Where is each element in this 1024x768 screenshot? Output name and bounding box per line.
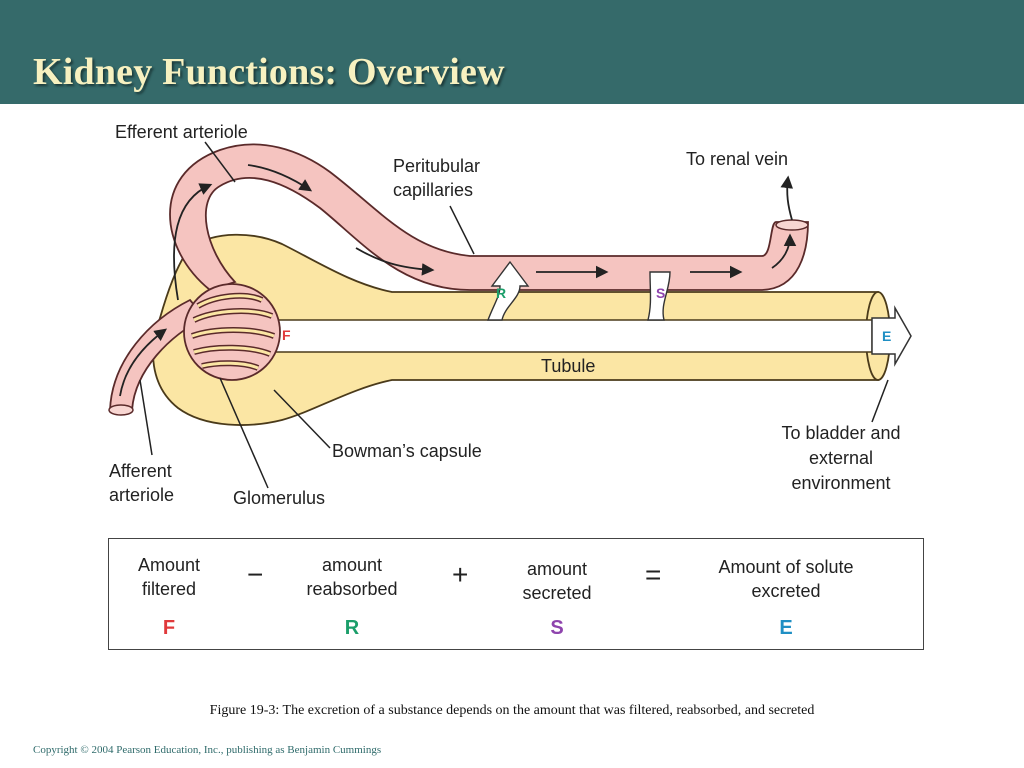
leader-lines <box>139 141 889 489</box>
eq-secreted-line2: secreted <box>522 583 592 603</box>
eq-equals: = <box>645 559 662 590</box>
tag-F: F <box>282 327 291 343</box>
title-bar <box>0 0 1024 104</box>
label-tubule: Tubule <box>541 356 595 376</box>
label-afferent-1: Afferent <box>109 461 172 481</box>
label-peritubular-2: capillaries <box>393 180 473 200</box>
eq-plus: + <box>452 559 469 590</box>
slide-title: Kidney Functions: Overview <box>33 51 505 93</box>
label-peritubular-1: Peritubular <box>393 156 480 176</box>
label-glomerulus: Glomerulus <box>233 488 325 508</box>
tubule-lumen <box>269 319 873 353</box>
label-afferent-2: arteriole <box>109 485 174 505</box>
eq-filtered-line1: Amount <box>137 555 201 575</box>
label-to-bladder-2: external <box>809 448 873 468</box>
eq-excreted: Amount of solute excreted <box>701 555 871 603</box>
figure-caption: Figure 19-3: The excretion of a substanc… <box>209 703 815 718</box>
eq-reabsorbed-line2: reabsorbed <box>306 579 398 599</box>
tag-S: S <box>656 285 665 301</box>
kidney-diagram: F R S E Efferent arteriole Peritubular c… <box>108 122 912 508</box>
eq-reabsorbed: amount reabsorbed <box>291 553 413 601</box>
flow-arrows <box>119 164 797 397</box>
eq-letter-S: S <box>550 617 564 639</box>
copyright-notice: Copyright © 2004 Pearson Education, Inc.… <box>33 744 382 756</box>
eq-letter-R: R <box>344 617 360 639</box>
eq-letter-E: E <box>779 617 793 639</box>
eq-excreted-line2: excreted <box>751 581 821 601</box>
equation-box: Amount filtered − amount reabsorbed + am… <box>108 538 924 650</box>
label-efferent-arteriole: Efferent arteriole <box>115 122 248 142</box>
eq-filtered-line2: filtered <box>141 579 197 599</box>
eq-filtered: Amount filtered <box>123 553 215 601</box>
tag-R: R <box>496 285 506 301</box>
eq-secreted: amount secreted <box>505 557 609 605</box>
tag-E: E <box>882 328 891 344</box>
label-to-renal-vein: To renal vein <box>686 149 788 169</box>
eq-secreted-line1: amount <box>526 559 588 579</box>
eq-excreted-line1: Amount of solute <box>718 557 854 577</box>
afferent-opening <box>108 404 134 416</box>
label-to-bladder-1: To bladder and <box>781 423 900 443</box>
eq-letter-F: F <box>162 617 176 639</box>
secretion-channel <box>647 271 671 321</box>
eq-minus: − <box>247 559 264 590</box>
reabsorption-channel <box>486 260 530 321</box>
glomerulus <box>183 283 281 381</box>
label-bowmans-capsule: Bowman’s capsule <box>332 441 482 461</box>
excretion-arrow <box>871 305 912 367</box>
eq-reabsorbed-line1: amount <box>321 555 383 575</box>
label-to-bladder-3: environment <box>791 473 890 493</box>
renal-vein-opening <box>775 219 809 231</box>
